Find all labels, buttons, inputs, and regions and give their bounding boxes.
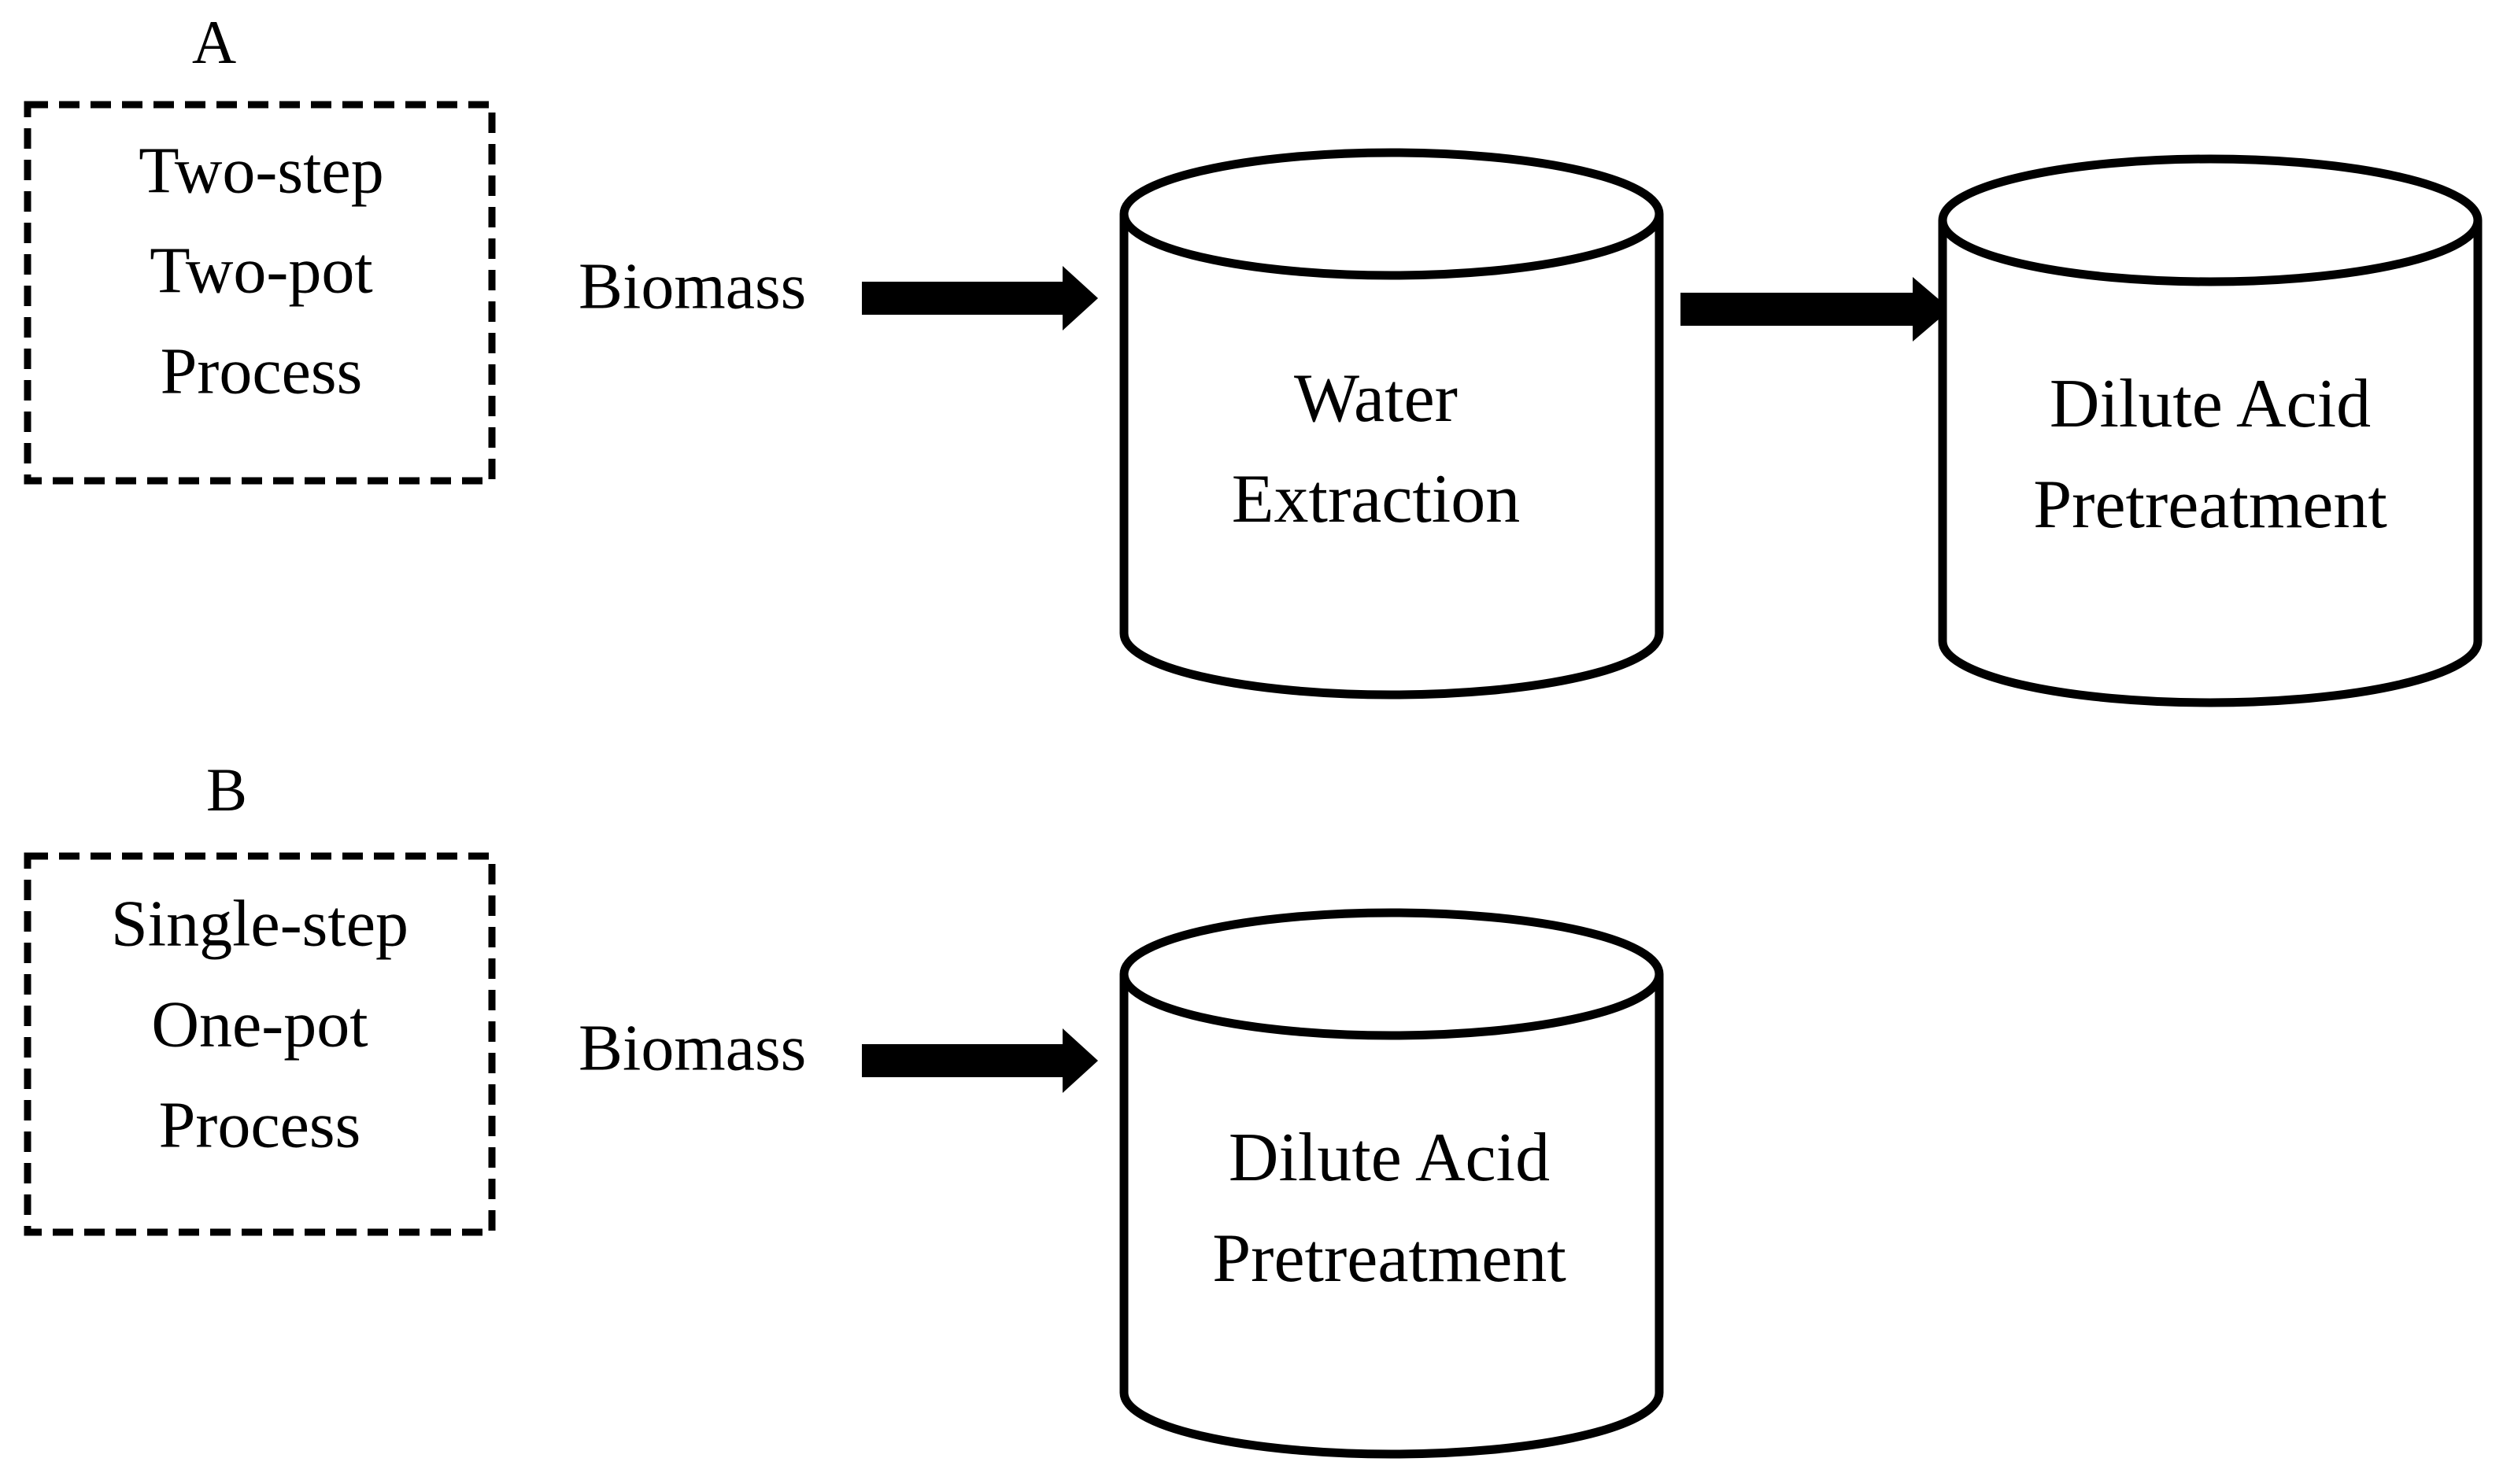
panel-a-vessel-1-line-1: Water <box>1294 360 1458 437</box>
panel-b-process-line-2: One-pot <box>151 987 368 1061</box>
panel-a-vessel-2-line-1: Dilute Acid <box>2050 366 2371 442</box>
panel-a-process-box <box>24 101 496 485</box>
panel-a-process-line-1: Two-step <box>139 134 383 207</box>
panel-a-letter: A <box>192 8 236 76</box>
panel-b-feed-arrow <box>862 1028 1098 1093</box>
panel-a-process-line-3: Process <box>161 334 363 408</box>
panel-b-letter: B <box>206 755 247 824</box>
panel-a-process-line-2: Two-pot <box>150 234 372 307</box>
panel-b-process-line-3: Process <box>159 1088 361 1161</box>
panel-b-feed-label: Biomass <box>579 1011 806 1084</box>
panel-a-connector-arrow <box>1680 277 1950 341</box>
panel-b-vessel-dilute-acid: Dilute Acid Pretreatment <box>1119 908 1664 1459</box>
panel-b-vessel-1-line-2: Pretreatment <box>1212 1220 1566 1297</box>
panel-a: A Two-step Two-pot Process Biomass Water… <box>24 8 2483 707</box>
panel-a-vessel-1-line-2: Extraction <box>1232 461 1521 537</box>
panel-a-vessel-2-line-2: Pretreatment <box>2033 467 2387 543</box>
panel-b: B Single-step One-pot Process Biomass Di… <box>24 755 1664 1459</box>
panel-b-vessel-1-line-1: Dilute Acid <box>1229 1120 1550 1196</box>
panel-a-feed-label: Biomass <box>579 249 806 323</box>
panel-a-vessel-dilute-acid: Dilute Acid Pretreatment <box>1938 154 2483 707</box>
panel-a-vessel-water-extraction: Water Extraction <box>1119 148 1664 700</box>
panel-b-process-line-1: Single-step <box>111 887 409 960</box>
panel-b-process-box <box>24 852 496 1236</box>
panel-a-feed-arrow <box>862 266 1098 330</box>
